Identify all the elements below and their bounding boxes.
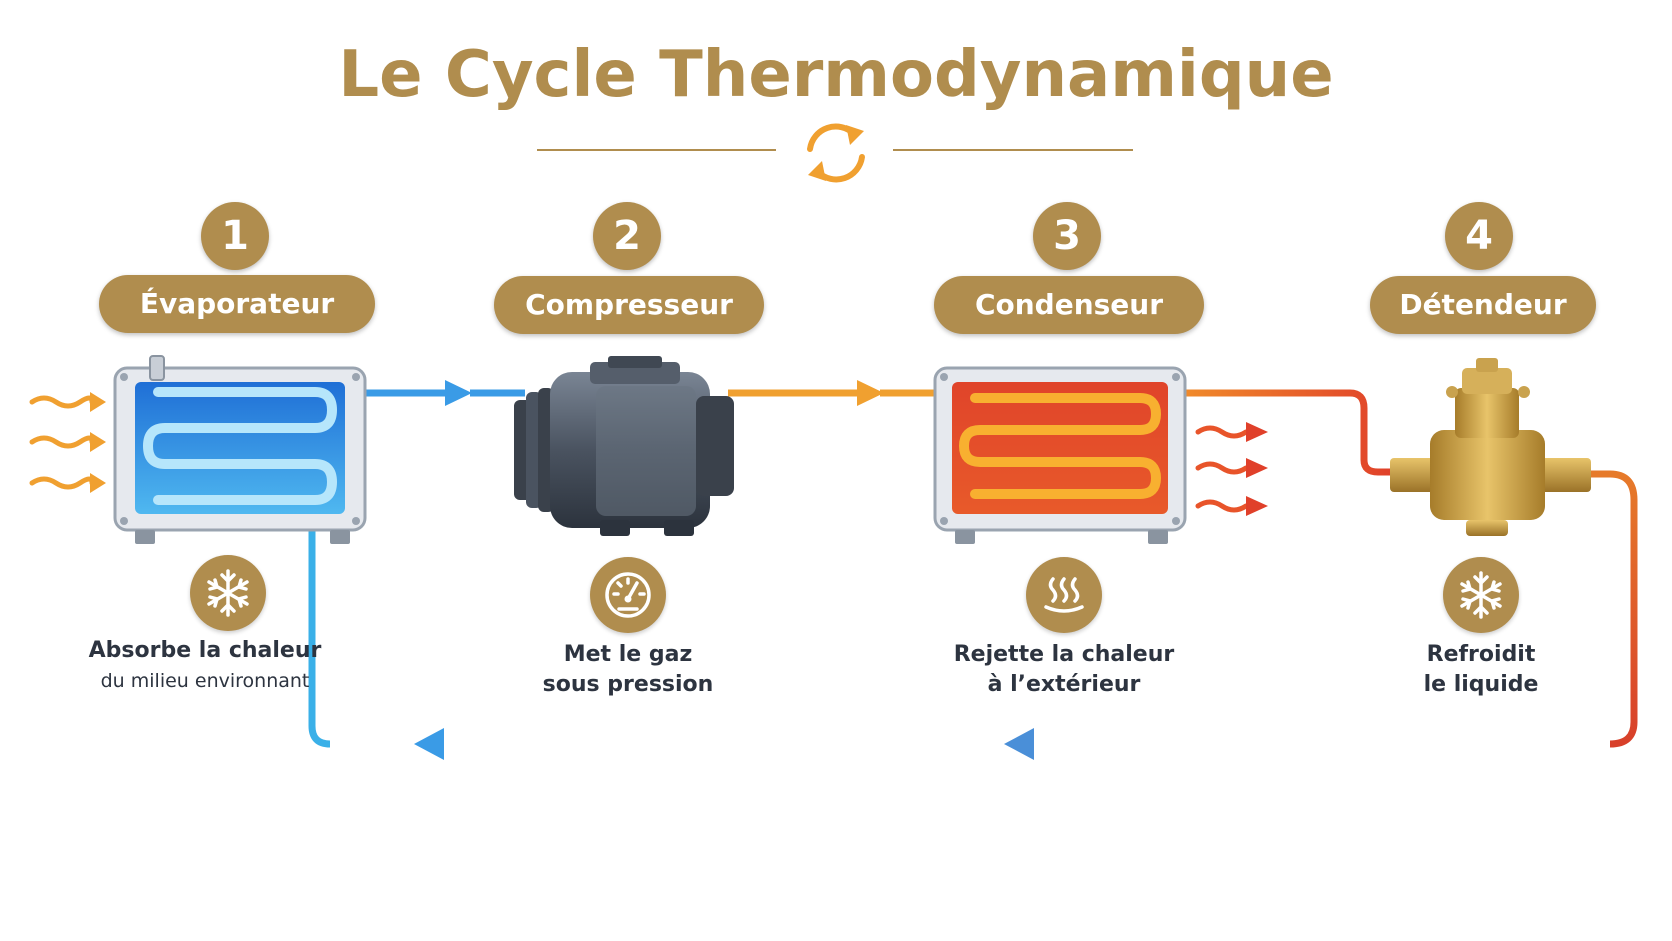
step-3-desc-line2: à l’extérieur bbox=[987, 672, 1141, 697]
pipe-comp-to-cond bbox=[728, 380, 935, 406]
step-2-desc-line1: Met le gaz bbox=[563, 642, 693, 667]
condenser-unit bbox=[933, 366, 1187, 544]
compressor-unit bbox=[514, 356, 734, 536]
step-1-desc-line1: Absorbe la chaleur bbox=[88, 638, 322, 663]
step-3-title: Condenseur bbox=[934, 276, 1204, 334]
step-1-number-badge: 1 bbox=[201, 202, 269, 270]
expansion-valve-unit bbox=[1390, 358, 1591, 536]
step-3-description: Rejette la chaleur à l’extérieur bbox=[929, 640, 1199, 700]
step-4-title: Détendeur bbox=[1370, 276, 1596, 334]
incoming-heat-arrows-icon bbox=[29, 392, 106, 493]
gauge-icon bbox=[590, 557, 666, 633]
step-4-desc-line2: le liquide bbox=[1423, 672, 1539, 697]
step-2-description: Met le gaz sous pression bbox=[503, 640, 753, 700]
pipe-valve-return bbox=[1590, 470, 1638, 748]
snowflake-icon bbox=[1443, 557, 1519, 633]
step-2-title: Compresseur bbox=[494, 276, 764, 334]
step-2-number-badge: 2 bbox=[593, 202, 661, 270]
step-2-desc-line2: sous pression bbox=[542, 672, 714, 697]
step-4-number-badge: 4 bbox=[1445, 202, 1513, 270]
step-1-title: Évaporateur bbox=[99, 275, 375, 333]
heat-waves-icon bbox=[1026, 557, 1102, 633]
page-title: Le Cycle Thermodynamique bbox=[338, 38, 1334, 112]
step-1-description: Absorbe la chaleur du milieu environnant bbox=[80, 636, 330, 696]
snowflake-icon bbox=[190, 555, 266, 631]
pipe-return-line bbox=[308, 520, 1610, 760]
step-4-desc-line1: Refroidit bbox=[1426, 642, 1536, 667]
step-4-description: Refroidit le liquide bbox=[1381, 640, 1581, 700]
cycle-arrows-icon bbox=[807, 123, 865, 183]
pipe-evap-to-comp bbox=[365, 380, 525, 406]
outgoing-heat-arrows-icon bbox=[1195, 422, 1268, 516]
pipe-cond-to-valve bbox=[1185, 389, 1392, 476]
step-3-number-badge: 3 bbox=[1033, 202, 1101, 270]
step-1-desc-line2: du milieu environnant bbox=[100, 670, 310, 692]
evaporator-unit bbox=[113, 355, 367, 544]
step-3-desc-line1: Rejette la chaleur bbox=[953, 642, 1175, 667]
